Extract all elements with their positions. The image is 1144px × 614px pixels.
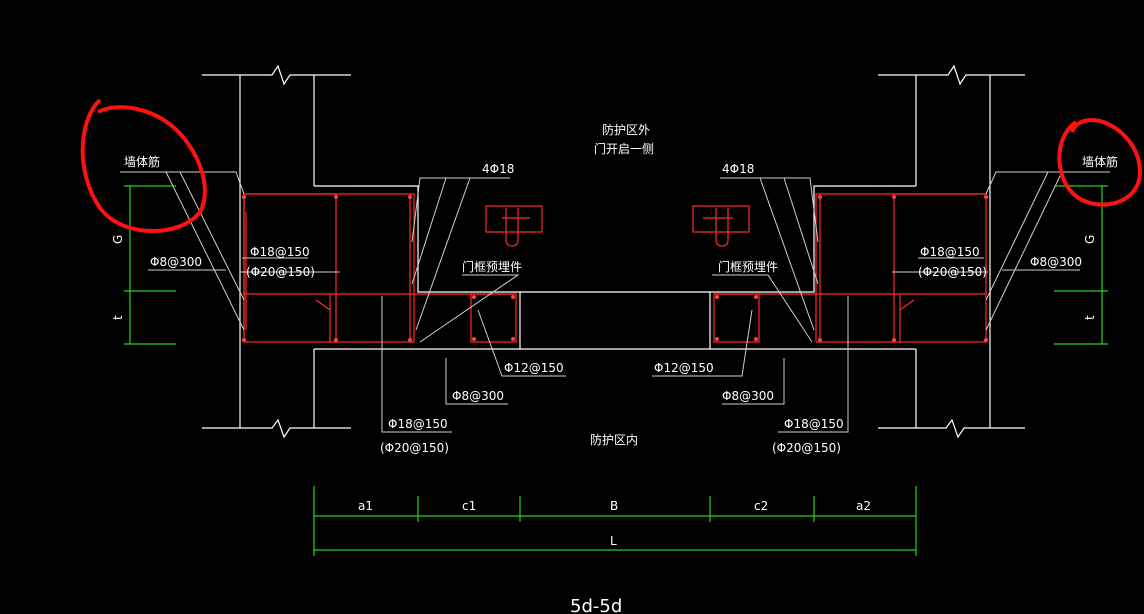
annotations: 防护区外 门开启一侧 防护区内 墙体筋 墙体筋 4Φ18 4Φ18 门框预埋件 …	[111, 122, 1118, 614]
dim-a2: a2	[856, 499, 871, 513]
wall-rebar-right-label: 墙体筋	[1082, 154, 1118, 169]
stirrup-300-left-label: Φ8@300	[150, 255, 202, 269]
dim-right-bottom-label: t	[1083, 315, 1097, 320]
rebar-150-right-label: Φ18@150	[920, 245, 980, 259]
dim-c2: c2	[754, 499, 768, 513]
right-wall-top-break	[878, 64, 1025, 86]
outside-zone-label: 防护区外	[602, 122, 650, 137]
door-embed-left-label: 门框预埋件	[462, 259, 522, 274]
door-embed-right-label: 门框预埋件	[718, 259, 778, 274]
dim-total: L	[610, 534, 617, 548]
rebar-dots	[242, 195, 988, 342]
door-hinge-left-symbol	[485, 205, 543, 247]
stirrup-300-right-label: Φ8@300	[1030, 255, 1082, 269]
markup-circle-right	[1057, 117, 1143, 207]
rebar-layout	[243, 193, 987, 343]
dim-right-top-label: G	[1083, 235, 1097, 244]
frame-stirrup-right-label: Φ8@300	[722, 389, 774, 403]
frame-rebar-left-label: Φ12@150	[504, 361, 564, 375]
dimension-lines	[124, 185, 1108, 556]
frame-rebar-right-label: Φ12@150	[654, 361, 714, 375]
wall-rebar-left-label: 墙体筋	[124, 154, 160, 169]
bottom-rebar-alt-right-label: (Φ20@150)	[772, 441, 841, 455]
bottom-rebar-right-label: Φ18@150	[784, 417, 844, 431]
left-wall-bottom-break	[202, 418, 351, 439]
rebar-150-left-label: Φ18@150	[250, 245, 310, 259]
dim-c1: c1	[462, 499, 476, 513]
dim-left-top-label: G	[111, 235, 125, 244]
main-bars-left-label: 4Φ18	[482, 162, 514, 176]
rebar-150-alt-right-label: (Φ20@150)	[918, 265, 987, 279]
dim-b: B	[610, 499, 618, 513]
bottom-rebar-left-label: Φ18@150	[388, 417, 448, 431]
dim-a1: a1	[358, 499, 373, 513]
section-title: 5d-5d	[570, 596, 622, 614]
markup-circle-left	[80, 98, 207, 233]
door-hinge-right-symbol	[692, 205, 750, 247]
main-bars-right-label: 4Φ18	[722, 162, 754, 176]
frame-stirrup-left-label: Φ8@300	[452, 389, 504, 403]
structure-outline	[202, 64, 1025, 439]
door-side-label: 门开启一侧	[594, 141, 654, 156]
right-wall-bottom-break	[878, 418, 1025, 439]
leader-lines	[120, 171, 1110, 433]
left-wall-top-break	[202, 64, 351, 86]
bottom-rebar-alt-left-label: (Φ20@150)	[380, 441, 449, 455]
dim-left-bottom-label: t	[111, 315, 125, 320]
rebar-150-alt-left-label: (Φ20@150)	[246, 265, 315, 279]
inside-zone-label: 防护区内	[590, 432, 638, 447]
